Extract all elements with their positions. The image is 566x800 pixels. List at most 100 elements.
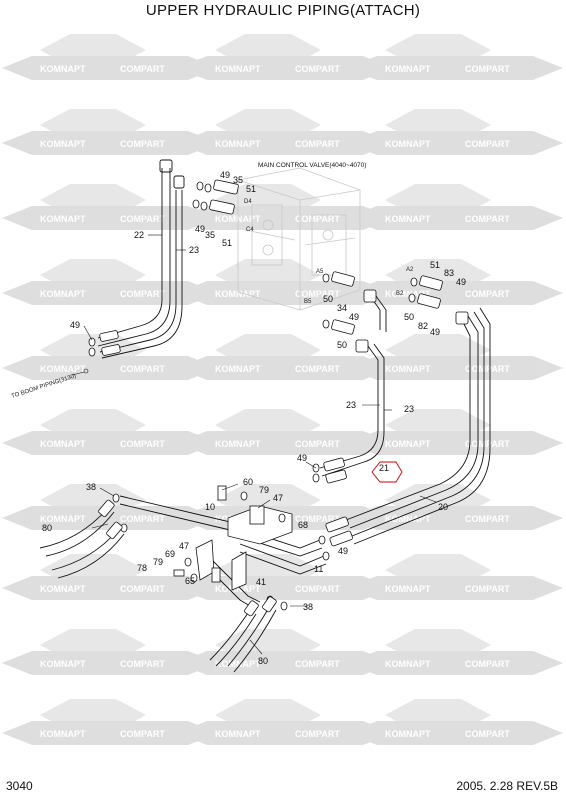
- watermark-text: COMPART: [295, 289, 340, 299]
- callout: 47: [179, 541, 189, 551]
- callout: 82: [418, 321, 428, 331]
- callout: 23: [189, 245, 199, 255]
- port-label: A2: [406, 267, 414, 273]
- watermark-text: COMPART: [120, 214, 165, 224]
- watermark-text: COMPART: [120, 139, 165, 149]
- callout: 68: [298, 520, 308, 530]
- watermark-text: KOMNAPT: [385, 729, 431, 739]
- callout: 51: [222, 238, 232, 248]
- watermark-text: KOMNAPT: [385, 64, 431, 74]
- watermark-text: KOMNAPT: [385, 364, 431, 374]
- callout: 35: [233, 175, 243, 185]
- callout: 78: [137, 563, 147, 573]
- watermark-text: COMPART: [295, 214, 340, 224]
- callout: 38: [86, 482, 96, 492]
- watermark-text: KOMNAPT: [40, 214, 86, 224]
- callout: 47: [273, 493, 283, 503]
- callout: 34: [337, 303, 347, 313]
- watermark-text: KOMNAPT: [385, 139, 431, 149]
- watermark-text: COMPART: [465, 139, 510, 149]
- watermark-text: COMPART: [120, 729, 165, 739]
- callout: 41: [256, 577, 266, 587]
- watermark-text: COMPART: [120, 289, 165, 299]
- callout: 20: [438, 502, 448, 512]
- callout: 80: [258, 656, 268, 666]
- callout: 60: [243, 477, 253, 487]
- watermark-text: KOMNAPT: [40, 659, 86, 669]
- watermark-text: COMPART: [120, 64, 165, 74]
- callout: 51: [430, 260, 440, 270]
- watermark-text: COMPART: [120, 514, 165, 524]
- callout: 11: [314, 564, 323, 574]
- callout: 50: [404, 312, 414, 322]
- callout: 49: [297, 453, 307, 463]
- callout-numbers: 49 35 51 49 35 51 22 23 49 50 34 49 50 5…: [42, 170, 466, 666]
- watermark-layer: KOMNAPT COMPART KOMNAPT COMPART KOMNAPT COM…: [2, 34, 563, 745]
- callout: 49: [430, 327, 440, 337]
- watermark-text: COMPART: [120, 439, 165, 449]
- watermark-text: KOMNAPT: [40, 439, 86, 449]
- callout: 65: [185, 576, 195, 586]
- watermark-text: KOMNAPT: [40, 584, 86, 594]
- watermark-text: KOMNAPT: [215, 439, 261, 449]
- watermark-text: KOMNAPT: [385, 439, 431, 449]
- watermark-text: KOMNAPT: [40, 139, 86, 149]
- callout: 49: [338, 546, 348, 556]
- watermark-text: KOMNAPT: [40, 364, 86, 374]
- valve-label: MAIN CONTROL VALVE(4040~4070): [258, 162, 366, 169]
- watermark-text: COMPART: [465, 439, 510, 449]
- callout: 50: [323, 294, 333, 304]
- main-control-valve: [237, 167, 361, 311]
- watermark-text: COMPART: [465, 584, 510, 594]
- watermark-text: COMPART: [465, 729, 510, 739]
- watermark-text: COMPART: [295, 439, 340, 449]
- watermark-text: COMPART: [465, 659, 510, 669]
- watermark-text: COMPART: [120, 659, 165, 669]
- port-label: B2: [396, 291, 404, 297]
- callout: 38: [303, 602, 313, 612]
- watermark-text: KOMNAPT: [385, 659, 431, 669]
- watermark-text: COMPART: [465, 514, 510, 524]
- port-label: D4: [244, 199, 252, 205]
- leader-lines: [83, 234, 437, 655]
- callout: 10: [205, 502, 215, 512]
- item-21-hexagon: [371, 461, 403, 483]
- watermark-text: COMPART: [295, 514, 340, 524]
- callout: 51: [246, 184, 256, 194]
- port-label: A5: [316, 269, 324, 275]
- watermark-text: KOMNAPT: [40, 64, 86, 74]
- watermark-text: COMPART: [295, 139, 340, 149]
- watermark-text: COMPART: [120, 364, 165, 374]
- pipe-lines: [39, 159, 491, 673]
- watermark-text: KOMNAPT: [215, 289, 261, 299]
- watermark-text: KOMNAPT: [215, 729, 261, 739]
- watermark-text: KOMNAPT: [215, 659, 261, 669]
- page-code: 3040: [6, 779, 33, 793]
- watermark-text: COMPART: [295, 584, 340, 594]
- revision-date: 2005. 2.28 REV.5B: [456, 779, 558, 793]
- watermark-text: KOMNAPT: [385, 514, 431, 524]
- callout: 79: [153, 557, 163, 567]
- callout: 23: [404, 404, 414, 414]
- watermark-text: COMPART: [465, 214, 510, 224]
- watermark-text: KOMNAPT: [40, 289, 86, 299]
- callout: 69: [165, 549, 175, 559]
- callout: 49: [220, 170, 230, 180]
- callout: 50: [337, 340, 347, 350]
- watermark-text: COMPART: [465, 289, 510, 299]
- watermark-text: COMPART: [295, 659, 340, 669]
- watermark-text: KOMNAPT: [215, 64, 261, 74]
- callout: 22: [134, 230, 144, 240]
- callout: 80: [42, 523, 52, 533]
- watermark-text: COMPART: [465, 364, 510, 374]
- watermark-text: COMPART: [465, 64, 510, 74]
- fittings: [88, 179, 469, 617]
- callout: 49: [70, 320, 80, 330]
- page-title: UPPER HYDRAULIC PIPING(ATTACH): [145, 2, 421, 19]
- watermark-text: COMPART: [295, 729, 340, 739]
- watermark-text: KOMNAPT: [40, 514, 86, 524]
- port-label: B5: [304, 299, 312, 305]
- callout: 49: [349, 312, 359, 322]
